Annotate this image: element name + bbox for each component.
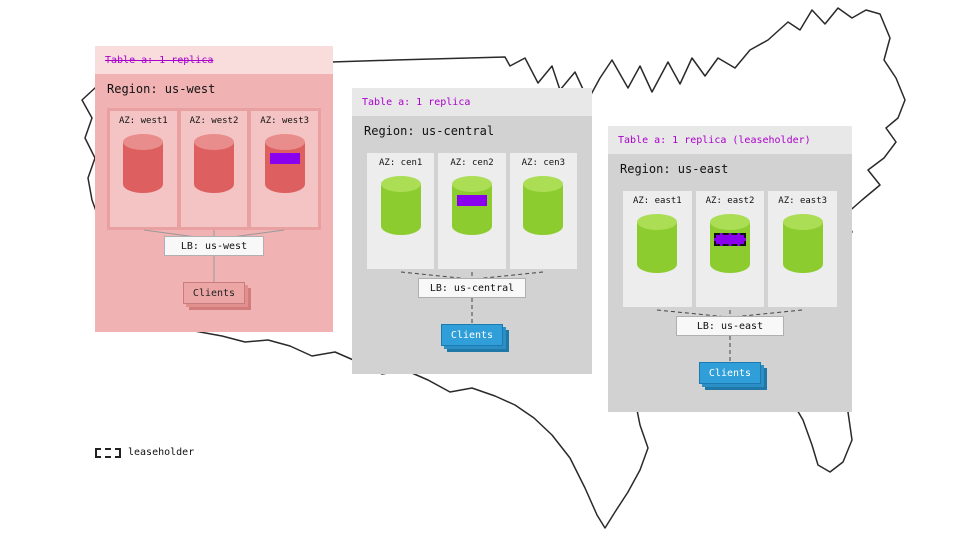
az-box-cen3: AZ: cen3 bbox=[509, 153, 577, 269]
load-balancer-us-west: LB: us-west bbox=[164, 236, 264, 256]
database-cylinder-icon bbox=[123, 134, 164, 193]
database-cylinder-icon bbox=[380, 176, 421, 235]
az-box-east3: AZ: east3 bbox=[768, 191, 838, 307]
database-cylinder-icon bbox=[451, 176, 492, 235]
az-label: AZ: west3 bbox=[260, 116, 310, 126]
region-us-east-header-bar: Table a: 1 replica (leaseholder) bbox=[608, 126, 852, 154]
az-label: AZ: cen1 bbox=[378, 158, 423, 168]
table-replica-label: Table a: 1 replica (leaseholder) bbox=[618, 134, 811, 146]
az-box-cen1: AZ: cen1 bbox=[367, 153, 435, 269]
az-label: AZ: cen3 bbox=[521, 158, 565, 168]
az-box-cen2: AZ: cen2 bbox=[438, 153, 506, 269]
leaseholder-swatch-icon bbox=[95, 447, 121, 458]
database-cylinder-icon bbox=[637, 214, 678, 273]
table-replica-label: Table a: 1 replica bbox=[105, 54, 214, 66]
az-box-east1: AZ: east1 bbox=[623, 191, 692, 307]
replica-range-indicator bbox=[269, 153, 300, 164]
database-cylinder-icon bbox=[782, 214, 823, 273]
clients-box-us-central: Clients bbox=[441, 324, 503, 346]
table-replica-label: Table a: 1 replica bbox=[362, 96, 471, 108]
az-label: AZ: east3 bbox=[778, 196, 828, 206]
az-label: AZ: west1 bbox=[118, 116, 168, 126]
leaseholder-range-indicator bbox=[714, 233, 746, 246]
az-label: AZ: west2 bbox=[189, 116, 239, 126]
database-cylinder-icon bbox=[194, 134, 234, 193]
leaseholder-legend: leaseholder bbox=[95, 447, 194, 458]
region-title: Region: us-west bbox=[107, 82, 216, 96]
region-us-west-header-bar: Table a: 1 replica bbox=[95, 46, 333, 74]
database-cylinder-icon bbox=[523, 176, 564, 235]
region-us-central: Table a: 1 replica Region: us-central AZ… bbox=[352, 88, 592, 374]
az-box-west3: AZ: west3 bbox=[251, 111, 319, 227]
az-label: AZ: cen2 bbox=[450, 158, 494, 168]
region-title: Region: us-east bbox=[620, 162, 729, 176]
az-panel: AZ: west1 AZ: west2 AZ: west3 bbox=[107, 108, 321, 230]
replica-range-indicator bbox=[456, 195, 487, 206]
clients-box-us-west: Clients bbox=[183, 282, 245, 304]
clients-box-us-east: Clients bbox=[699, 362, 761, 384]
az-label: AZ: east1 bbox=[632, 196, 682, 206]
az-panel: AZ: east1 AZ: east2 AZ: east3 bbox=[620, 188, 840, 310]
load-balancer-us-east: LB: us-east bbox=[676, 316, 784, 336]
database-cylinder-icon bbox=[264, 134, 305, 193]
region-us-central-header-bar: Table a: 1 replica bbox=[352, 88, 592, 116]
az-label: AZ: east2 bbox=[705, 196, 755, 206]
az-box-west2: AZ: west2 bbox=[180, 111, 248, 227]
region-title: Region: us-central bbox=[364, 124, 495, 138]
region-us-west: Table a: 1 replica Region: us-west AZ: w… bbox=[95, 46, 333, 332]
load-balancer-us-central: LB: us-central bbox=[418, 278, 526, 298]
az-panel: AZ: cen1 AZ: cen2 AZ: cen3 bbox=[364, 150, 580, 272]
az-box-east2: AZ: east2 bbox=[695, 191, 765, 307]
region-us-east: Table a: 1 replica (leaseholder) Region:… bbox=[608, 126, 852, 412]
az-box-west1: AZ: west1 bbox=[110, 111, 177, 227]
legend-label: leaseholder bbox=[128, 447, 195, 458]
